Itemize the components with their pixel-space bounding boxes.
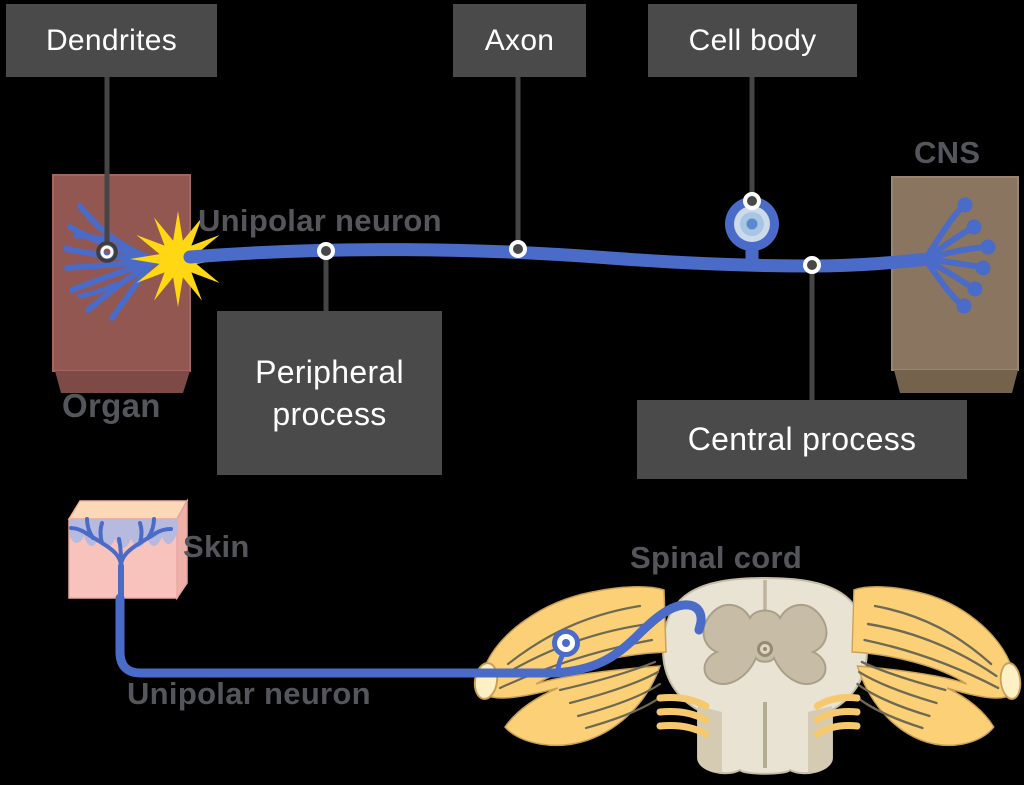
central-process-label: Central process (687, 421, 917, 457)
unipolar-neuron-bottom-label: Unipolar neuron (127, 676, 371, 711)
cell-body-illustration (725, 197, 779, 264)
peripheral-process-label: Peripheral process (255, 353, 404, 432)
axon-terminals (922, 197, 996, 314)
skin-label: Skin (183, 529, 250, 564)
dendrites-pointer-dot (96, 241, 118, 263)
unipolar-neuron-top-label: Unipolar neuron (198, 203, 442, 238)
skin-illustration (67, 498, 189, 601)
central-process-label-box: Central process (637, 400, 967, 479)
axon-label: Axon (484, 23, 555, 57)
axon-line (183, 243, 935, 273)
central-pointer-dot-core (807, 260, 817, 270)
cell-body-label: Cell body (688, 23, 817, 57)
dendrites-pointer-dot-ring (100, 245, 114, 259)
cns-base (894, 370, 1018, 393)
peripheral-process-label-box: Peripheral process (217, 311, 442, 475)
lower-neuron (115, 593, 706, 678)
spinal-cord-label: Spinal cord (630, 540, 803, 575)
skin-nerve-endings (69, 517, 173, 601)
dendrites-label: Dendrites (45, 23, 178, 57)
cns-illustration (891, 176, 1019, 393)
skin-top-face (67, 500, 189, 520)
axon-pointer-dot-core (513, 244, 523, 254)
cell-body-nucleus (746, 218, 758, 230)
pointer-lines (104, 77, 815, 400)
organ-label: Organ (62, 387, 161, 424)
cell-body-label-box: Cell body (648, 4, 857, 77)
pointer-dots (96, 192, 821, 274)
lower-axon-line (115, 593, 706, 678)
ganglion-nucleus (562, 639, 570, 647)
cord-cylinder-shade-right (808, 706, 832, 773)
spinal-cord-illustration (473, 576, 1022, 775)
cell-body-pointer-dot-core (747, 196, 757, 206)
organ-base (55, 371, 190, 393)
central-canal-dot (763, 647, 767, 651)
nerve-root-wing-right (813, 586, 1022, 747)
cns-label: CNS (914, 135, 981, 170)
dendrites-label-box: Dendrites (6, 4, 217, 77)
axon-label-box: Axon (453, 4, 586, 77)
peripheral-pointer-dot-core (321, 246, 331, 256)
receptor-star-icon (130, 211, 226, 307)
